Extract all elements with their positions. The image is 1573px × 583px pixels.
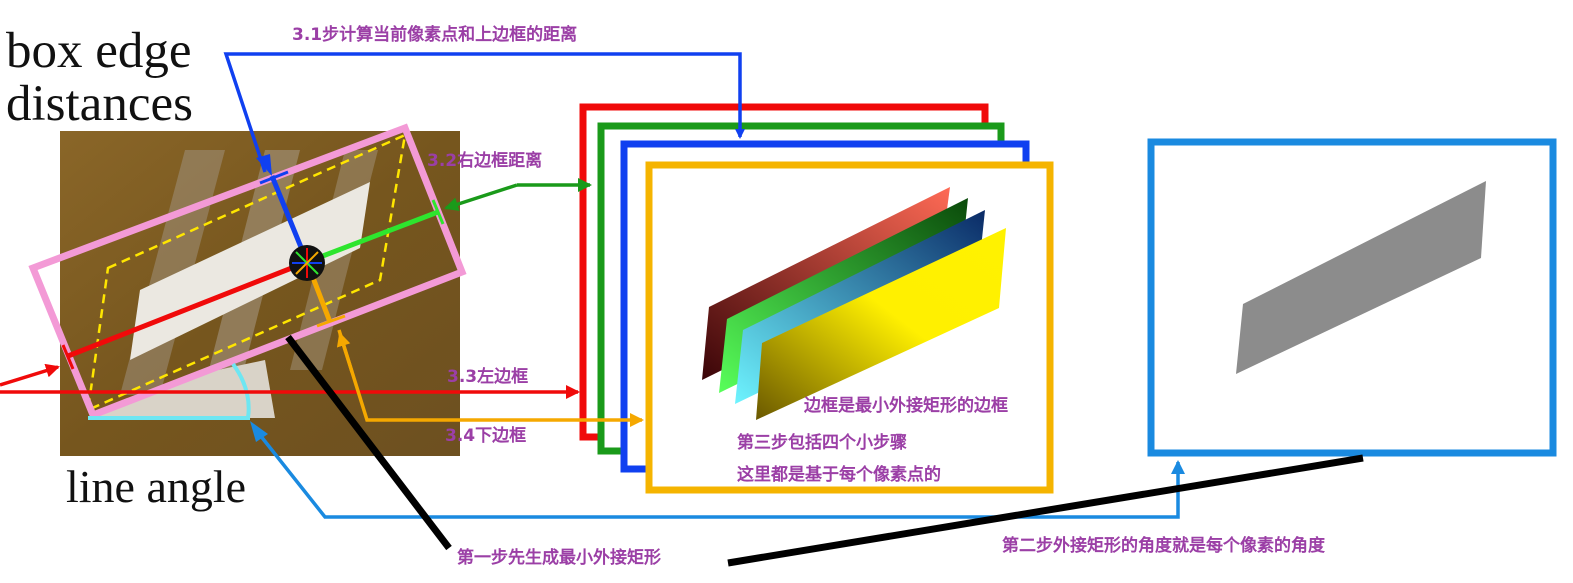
step-3-4-label: 3.4下边框	[445, 425, 526, 446]
step-3-2-label: 3.2右边框距离	[427, 150, 542, 171]
border-note-label: 边框是最小外接矩形的边框	[803, 395, 1008, 416]
per-pixel-note-label: 这里都是基于每个像素点的	[737, 464, 941, 485]
box-edge-title-line1: box edge	[6, 23, 192, 79]
box-edge-title-line2: distances	[6, 76, 193, 132]
step2-label: 第二步外接矩形的角度就是每个像素的角度	[1002, 535, 1326, 556]
center-pixel-icon	[289, 245, 325, 281]
step3-note-label: 第三步包括四个小步骤	[737, 432, 907, 453]
left-distance-arrow-in	[0, 367, 58, 385]
photo-panel	[33, 128, 462, 456]
step-3-3-label: 3.3左边框	[447, 366, 528, 387]
step1-label: 第一步先生成最小外接矩形	[457, 547, 661, 568]
step-3-1-label: 3.1步计算当前像素点和上边框的距离	[292, 24, 577, 45]
line-angle-title: line angle	[66, 461, 246, 512]
